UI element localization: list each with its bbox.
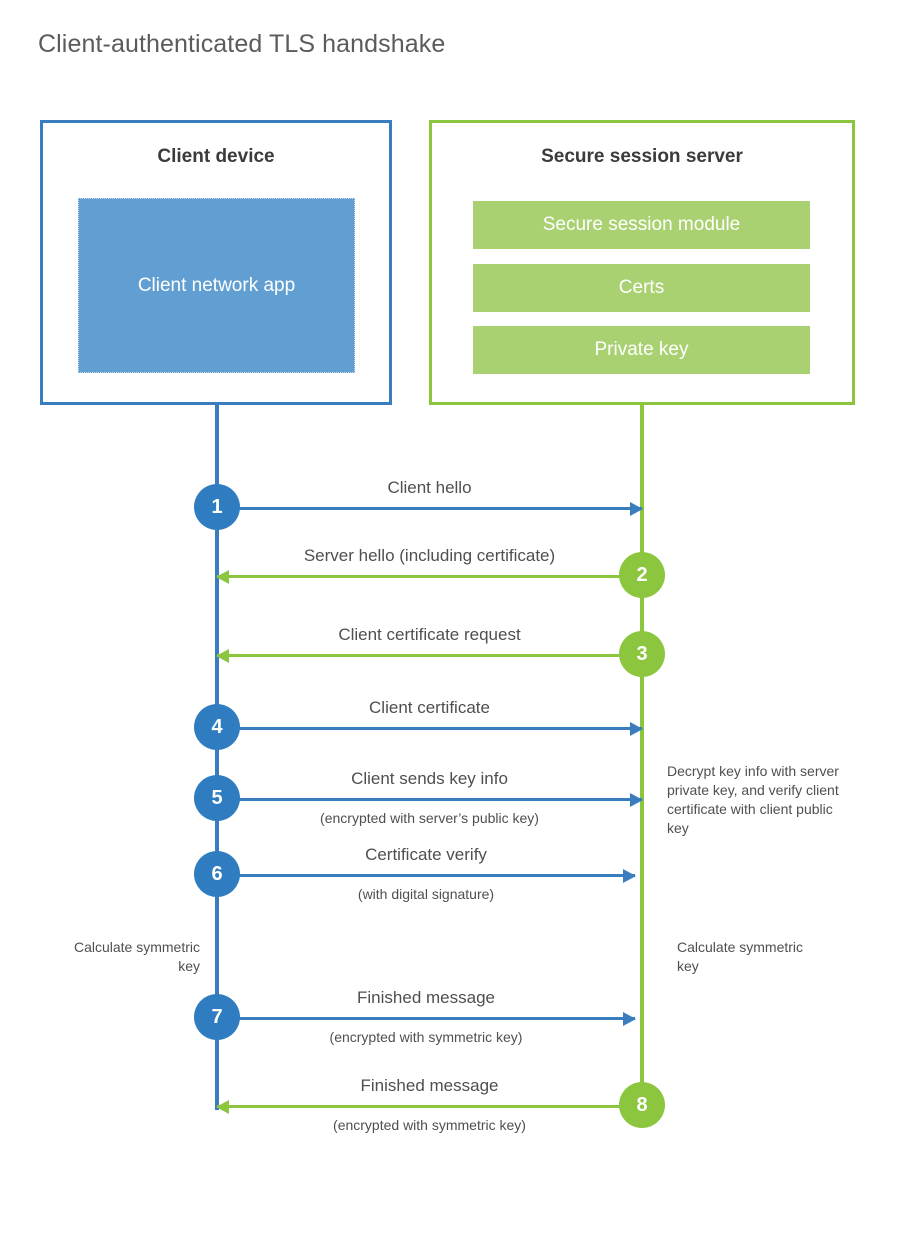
message-sublabel-8: (encrypted with symmetric key) [333, 1117, 526, 1133]
message-label-3: Client certificate request [338, 625, 521, 644]
client-device-box: Client device Client network app [40, 120, 392, 405]
arrow-head-left-icon [216, 569, 229, 584]
client-note-calculate-symmetric-key: Calculate symmetric key [73, 939, 200, 974]
client-device-title: Client device [157, 146, 275, 167]
arrow-shaft [217, 507, 642, 510]
arrow-head-right-icon [630, 792, 643, 807]
arrow-shaft [217, 1017, 635, 1020]
server-module-certs: Certs [473, 264, 810, 312]
message-label-1: Client hello [387, 478, 472, 497]
server-note-calculate-symmetric-key: Calculate symmetric key [677, 939, 804, 974]
arrow-head-right-icon [623, 868, 636, 883]
secure-session-server-box: Secure session server Secure session mod… [429, 120, 855, 405]
secure-session-server-title: Secure session server [541, 146, 743, 167]
arrow-shaft [217, 1105, 642, 1108]
page-title: Client-authenticated TLS handshake [38, 30, 446, 58]
message-sublabel-7: (encrypted with symmetric key) [329, 1029, 523, 1045]
arrow-head-right-icon [623, 1011, 636, 1026]
message-label-7: Finished message [357, 988, 495, 1007]
server-note-decrypt-key-info: Decrypt key info with server private key… [667, 763, 839, 836]
step-badge-5: 5 [194, 775, 240, 821]
arrow-shaft [217, 575, 642, 578]
server-module-secure-session-module: Secure session module [473, 201, 810, 249]
arrow-head-right-icon [630, 501, 643, 516]
step-badge-3: 3 [619, 631, 665, 677]
message-label-2: Server hello (including certificate) [303, 546, 556, 565]
client-network-app-block: Client network app [78, 198, 355, 373]
client-lifeline [215, 404, 219, 1110]
message-label-6: Certificate verify [365, 845, 487, 864]
message-label-4: Client certificate [369, 698, 490, 717]
step-badge-2: 2 [619, 552, 665, 598]
server-module-private-key: Private key [473, 326, 810, 374]
message-label-5: Client sends key info [351, 769, 508, 788]
arrow-head-left-icon [216, 1099, 229, 1114]
arrow-shaft [217, 798, 642, 801]
message-sublabel-6: (with digital signature) [357, 886, 495, 902]
step-badge-4: 4 [194, 704, 240, 750]
arrow-shaft [217, 727, 642, 730]
step-badge-8: 8 [619, 1082, 665, 1128]
message-sublabel-5: (encrypted with server’s public key) [320, 810, 539, 826]
arrow-head-right-icon [630, 721, 643, 736]
arrow-head-left-icon [216, 648, 229, 663]
arrow-shaft [217, 654, 642, 657]
step-badge-7: 7 [194, 994, 240, 1040]
arrow-shaft [217, 874, 635, 877]
step-badge-1: 1 [194, 484, 240, 530]
server-lifeline [640, 404, 644, 1107]
step-badge-6: 6 [194, 851, 240, 897]
message-label-8: Finished message [360, 1076, 499, 1095]
